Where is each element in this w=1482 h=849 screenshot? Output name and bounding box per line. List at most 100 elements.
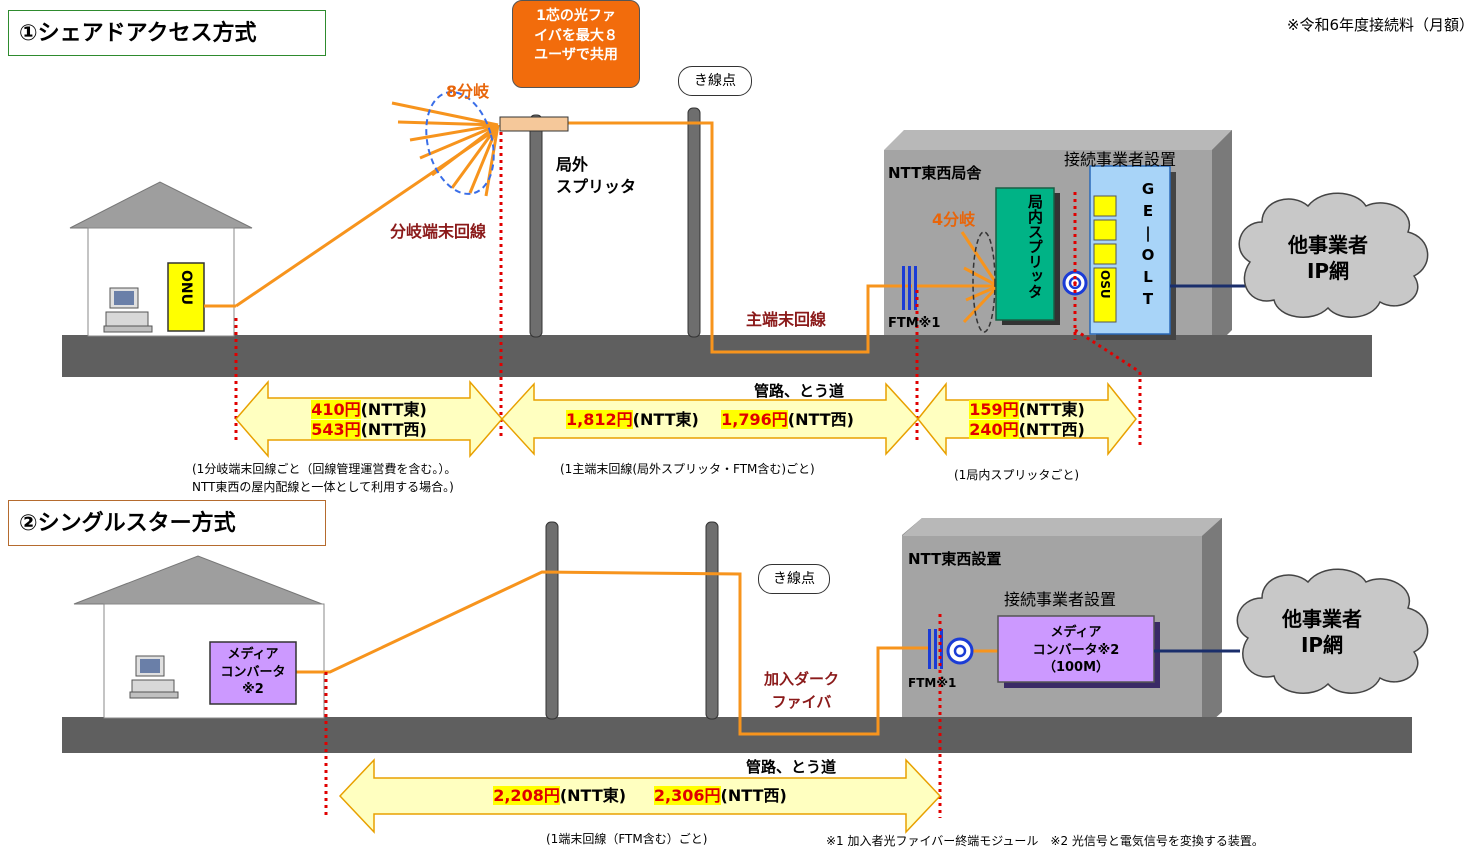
section2-title: ②シングルスター方式	[8, 500, 326, 546]
media-house-box	[209, 641, 297, 705]
outer-splitter-box	[499, 116, 569, 132]
cloud1-line2: IP網	[1306, 259, 1350, 283]
pole-1a	[529, 114, 543, 338]
kisen-label-2: き線点	[758, 564, 830, 594]
media-office-line1: メディア	[1050, 625, 1102, 640]
olt-label: G E | O L T	[1138, 178, 1158, 310]
price-main-line: 1,812円(NTT東) 1,796円(NTT西)	[540, 410, 880, 430]
callout-line-1: 1芯の光ファ	[536, 8, 616, 24]
note-branch-line-1: (1分岐端末回線ごと（回線管理運営費を含む。）。	[192, 462, 457, 476]
onu-box	[167, 262, 205, 332]
ftm-label-1: FTM※1	[888, 316, 941, 331]
olt-char-6: T	[1142, 290, 1154, 308]
kisen-label-1: き線点	[678, 66, 752, 96]
section1-title: ①シェアドアクセス方式	[8, 10, 326, 56]
media-house-line3: ※2	[242, 682, 264, 698]
onu-label: ONU	[178, 270, 194, 305]
branch-ellipse-4	[972, 231, 996, 333]
header-note: ※令和6年度接続料（月額）	[1286, 16, 1474, 34]
media-house-label: メディア コンバータ ※2	[210, 646, 296, 699]
outer-splitter-line1: 局外	[556, 155, 589, 174]
cloud-1	[1238, 192, 1429, 318]
note-branch-line-2: NTT東西の屋内配線と一体として利用する場合。)	[192, 480, 454, 494]
conduit-label-1: 管路、とう道	[754, 382, 845, 400]
price-inner-west: 240円	[969, 420, 1019, 439]
connector-target-2	[946, 637, 974, 665]
price-inner-splitter: 159円(NTT東) 240円(NTT西)	[946, 400, 1108, 440]
inner-splitter-box	[995, 187, 1055, 321]
olt-char-4: O	[1141, 246, 1155, 264]
price-inner-east-suffix: (NTT東)	[1018, 400, 1085, 419]
ntt-install-label: NTT東西設置	[908, 550, 1002, 568]
cloud-label-1: 他事業者 IP網	[1268, 232, 1388, 284]
price-inner-east: 159円	[969, 400, 1019, 419]
fiber-lines-2	[296, 570, 998, 736]
branch-ellipse-8	[425, 91, 495, 195]
ftm-label-2: FTM※1	[908, 676, 957, 690]
main-line-label: 主端末回線	[746, 310, 827, 329]
dark-fiber-line2: ファイバ	[771, 692, 832, 711]
share-callout: 1芯の光ファ イバを最大８ ユーザで共用	[512, 0, 640, 88]
olt-char-2: E	[1142, 202, 1154, 220]
media-office-label: メディア コンバータ※2 （100M）	[998, 624, 1154, 677]
note-single-star: (1端末回線（FTM含む）ごと)	[546, 832, 708, 846]
callout-line-3: ユーザで共用	[534, 47, 618, 64]
outer-splitter-label: 局外 スプリッタ	[556, 154, 636, 199]
price-branch-east-suffix: (NTT東)	[360, 400, 427, 419]
price-inner-west-suffix: (NTT西)	[1018, 420, 1085, 439]
price-branch-west: 543円	[311, 420, 361, 439]
pole-2b	[705, 521, 719, 720]
price-branch-west-suffix: (NTT西)	[360, 420, 427, 439]
operator-install-label-2: 接続事業者設置	[1004, 590, 1117, 609]
media-office-line2: コンバータ※2	[1032, 642, 1120, 658]
media-house-line1: メディア	[227, 647, 279, 662]
price-main-west-suffix: (NTT西)	[787, 410, 854, 429]
pole-2a	[545, 521, 559, 720]
branch8-label: 8分岐	[446, 82, 490, 101]
inner-splitter-label: 局内スプリッタ	[1026, 194, 1044, 299]
ntt-building-label: NTT東西局舎	[888, 164, 982, 182]
price-single-east: 2,208円	[493, 786, 560, 805]
price-main-east-suffix: (NTT東)	[632, 410, 699, 429]
note-main-line: (1主端末回線(局外スプリッタ・FTM含む)ごと)	[560, 462, 815, 476]
price-branch-line: 410円(NTT東) 543円(NTT西)	[268, 400, 470, 440]
callout-line-2: イバを最大８	[534, 27, 618, 44]
cloud1-line1: 他事業者	[1288, 233, 1368, 257]
outer-splitter-line2: スプリッタ	[556, 177, 637, 197]
branch-rays-4	[960, 231, 1000, 324]
dark-fiber-line1: 加入ダーク	[764, 670, 840, 688]
footnote: ※1 加入者光ファイバー終端モジュール ※2 光信号と電気信号を変換する装置。	[826, 834, 1264, 848]
price-branch-east: 410円	[311, 400, 361, 419]
branch-rays-8	[391, 101, 500, 197]
computer-icon-1	[103, 287, 153, 333]
ground-1	[62, 335, 1372, 377]
price-arrow-2	[338, 758, 942, 834]
branch-line-label: 分岐端末回線	[390, 222, 487, 241]
osu-label: OSU	[1098, 270, 1112, 299]
cloud2-line2: IP網	[1300, 633, 1344, 657]
operator-install-label-1: 接続事業者設置	[1064, 150, 1177, 169]
cloud2-line1: 他事業者	[1282, 607, 1362, 631]
ftm-1	[902, 266, 917, 310]
dark-fiber-label: 加入ダーク ファイバ	[764, 668, 839, 713]
house-1	[69, 181, 253, 337]
note-branch-line: (1分岐端末回線ごと（回線管理運営費を含む。）。 NTT東西の屋内配線と一体とし…	[192, 460, 456, 496]
ground-2	[62, 717, 1412, 753]
pole-1b	[687, 107, 701, 338]
price-single-west-suffix: (NTT西)	[720, 786, 787, 805]
cloud-label-2: 他事業者 IP網	[1262, 606, 1382, 658]
price-single-east-suffix: (NTT東)	[559, 786, 627, 805]
media-office-line3: （100M）	[1042, 660, 1110, 676]
price-main-west: 1,796円	[721, 410, 788, 429]
price-main-east: 1,812円	[566, 410, 633, 429]
media-house-line2: コンバータ	[220, 664, 286, 680]
dotted-boundaries-1	[234, 132, 1142, 448]
olt-char-3: |	[1145, 224, 1151, 242]
conduit-label-2: 管路、とう道	[746, 758, 837, 776]
olt-char-5: L	[1143, 268, 1153, 286]
olt-char-1: G	[1141, 180, 1155, 198]
cloud-2	[1236, 568, 1429, 694]
media-office-box	[997, 615, 1155, 683]
price-single-west: 2,306円	[653, 786, 721, 805]
